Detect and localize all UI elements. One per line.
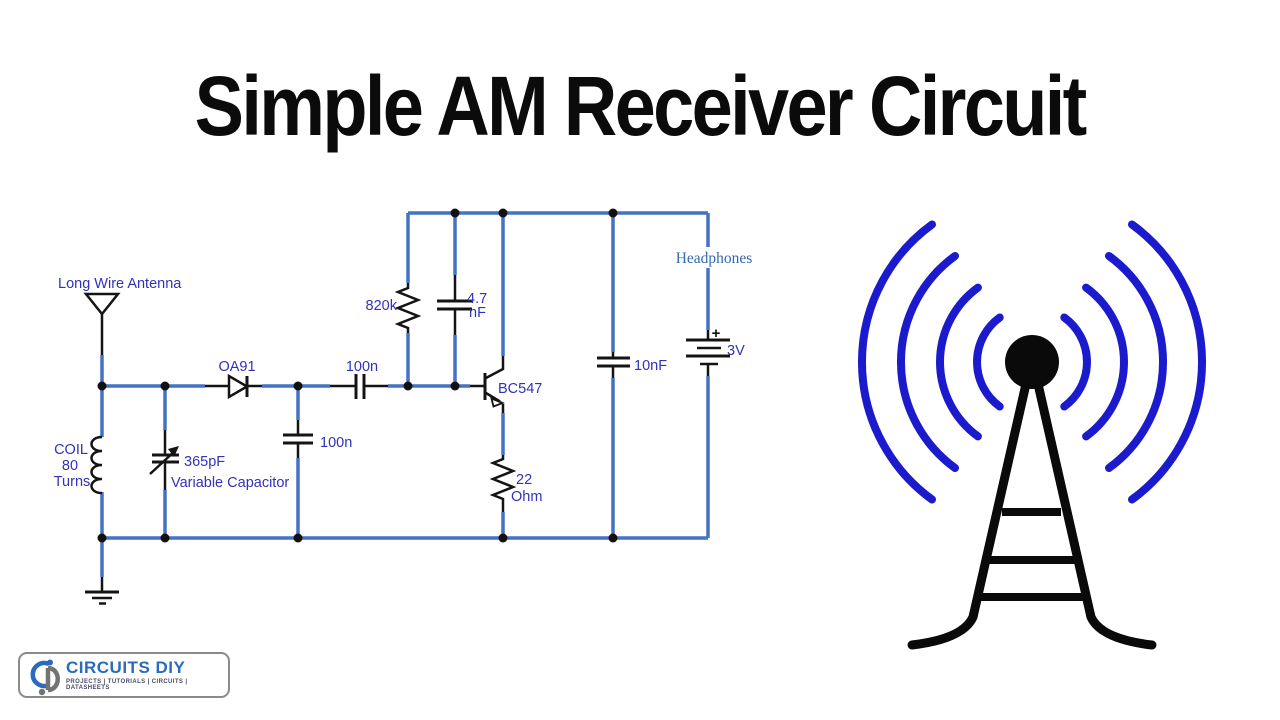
series-cap-label: 100n — [346, 359, 378, 375]
bias-resistor-icon — [394, 283, 422, 333]
circuits-diy-logo: CIRCUITS DIY PROJECTS | TUTORIALS | CIRC… — [18, 652, 230, 698]
page-title: Simple AM Receiver Circuit — [195, 59, 1088, 153]
antenna-icon — [83, 292, 121, 317]
components — [83, 275, 730, 605]
variable-capacitor-icon — [149, 430, 179, 490]
cd-monogram-icon — [30, 659, 60, 696]
output-cap-label: 10nF — [634, 358, 667, 374]
shunt-capacitor-icon — [283, 420, 313, 458]
varcap-value-label: 365pF — [184, 454, 225, 470]
shunt-cap-label: 100n — [320, 435, 352, 451]
emitter-arrow — [490, 396, 505, 408]
feedback-cap-label-1: 4.7 — [467, 291, 487, 307]
emitter-resistor-icon — [489, 455, 517, 512]
transistor-label: BC547 — [498, 381, 542, 397]
radio-waves-left — [857, 220, 1004, 504]
schematic-labels: Long Wire Antenna COIL 80 Turns 365pF Va… — [54, 247, 756, 505]
radio-tower-icon — [857, 220, 1207, 650]
feedback-cap-label-2: nF — [469, 305, 486, 321]
headphones-label: Headphones — [676, 250, 753, 267]
diode-icon — [205, 373, 262, 400]
battery-voltage-label: 3V — [727, 343, 745, 359]
headphones-label-mask — [674, 247, 756, 268]
emitter-resistor-label-1: 22 — [516, 472, 532, 488]
varcap-name-label: Variable Capacitor — [171, 475, 289, 491]
coil-label-3: Turns — [54, 474, 91, 490]
emitter-resistor-label-2: Ohm — [511, 489, 542, 505]
varcap-arrowhead — [168, 446, 179, 457]
tower-structure — [907, 335, 1157, 650]
coil-label-1: COIL — [54, 442, 88, 458]
transistor-icon — [470, 356, 505, 413]
ground-icon — [85, 577, 119, 605]
logo-tagline-text: PROJECTS | TUTORIALS | CIRCUITS | DATASH… — [66, 679, 188, 691]
antenna-label: Long Wire Antenna — [58, 276, 182, 292]
battery-icon — [686, 330, 730, 376]
logo-brand-text: CIRCUITS DIY — [66, 658, 186, 677]
feedback-capacitor-icon — [437, 275, 472, 335]
coil-label-2: 80 — [62, 458, 78, 474]
radio-waves-right — [1060, 220, 1207, 504]
series-capacitor-icon — [330, 374, 388, 399]
bias-resistor-label: 820k — [366, 298, 398, 314]
wires — [100, 211, 710, 577]
junction-dots — [97, 208, 618, 543]
output-capacitor-icon — [597, 352, 630, 378]
coil-icon — [90, 435, 103, 495]
diode-label: OA91 — [218, 359, 255, 375]
battery-plus-label: + — [712, 325, 721, 342]
